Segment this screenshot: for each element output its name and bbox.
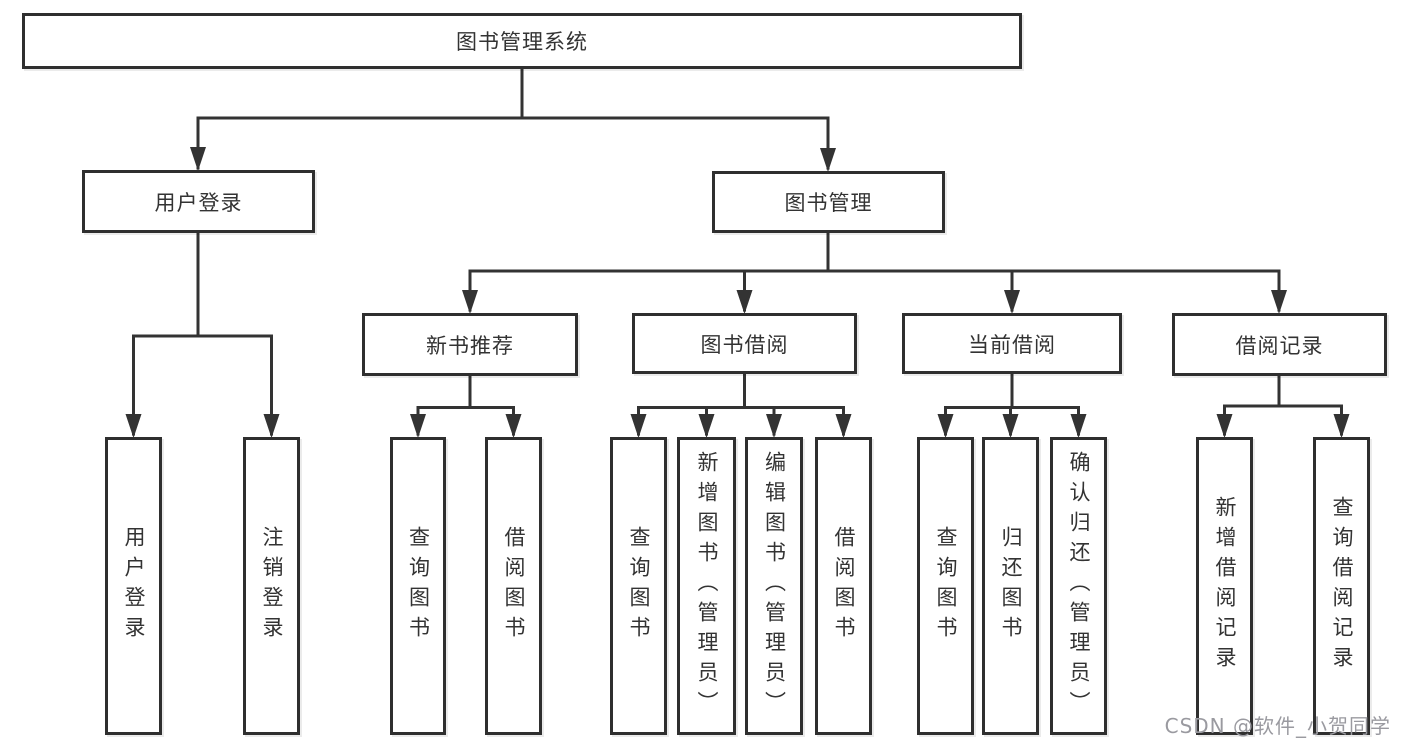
node-current-borrow: 当前借阅 [902, 313, 1122, 374]
node-book-borrow: 图书借阅 [632, 313, 857, 374]
leaf-records-query-record: 查询借阅记录 [1313, 437, 1370, 735]
node-user-login: 用户登录 [82, 170, 315, 233]
leaf-borrow-borrow-books: 借阅图书 [815, 437, 872, 735]
leaf-records-add-record: 新增借阅记录 [1196, 437, 1253, 735]
leaf-newbook-query-books: 查询图书 [390, 437, 446, 735]
leaf-borrow-add-books-admin: 新增图书（管理员） [677, 437, 736, 735]
csdn-watermark: CSDN @软件_小贺同学 [1164, 714, 1391, 738]
leaf-user-login: 用户登录 [105, 437, 162, 735]
leaf-logout: 注销登录 [243, 437, 300, 735]
node-new-book-recommend: 新书推荐 [362, 313, 578, 376]
leaf-current-confirm-return-admin: 确认归还（管理员） [1050, 437, 1107, 735]
leaf-current-query-books: 查询图书 [917, 437, 974, 735]
leaf-borrow-edit-books-admin: 编辑图书（管理员） [745, 437, 803, 735]
arrowheads [125, 147, 1350, 438]
leaf-current-return-books: 归还图书 [982, 437, 1039, 735]
leaf-borrow-query-books: 查询图书 [610, 437, 667, 735]
leaf-newbook-borrow-books: 借阅图书 [485, 437, 542, 735]
node-book-management: 图书管理 [712, 171, 945, 233]
node-borrow-records: 借阅记录 [1172, 313, 1387, 376]
node-library-management-system: 图书管理系统 [22, 13, 1022, 69]
